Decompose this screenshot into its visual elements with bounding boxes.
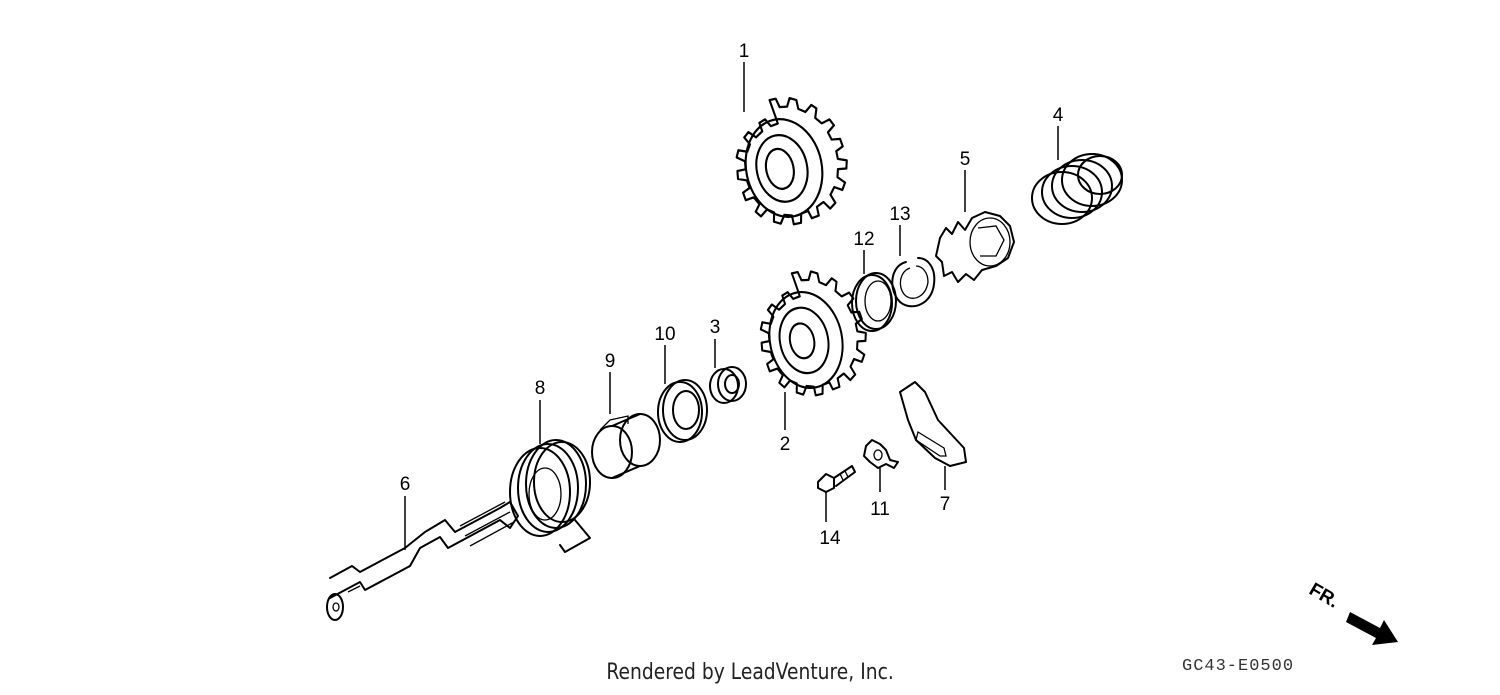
- part-8-kick-spring: [509, 439, 591, 553]
- callout-4: 4: [1053, 105, 1064, 126]
- callout-6: 6: [400, 474, 411, 495]
- part-11-lock-washer: [863, 439, 899, 469]
- callout-7: 7: [940, 494, 951, 515]
- callout-8: 8: [535, 378, 546, 399]
- part-5-ratchet: [935, 211, 1015, 283]
- footer-text: Rendered by LeadVenture, Inc.: [606, 660, 894, 685]
- part-4-spring: [1031, 153, 1123, 225]
- part-3-bushing: [709, 366, 747, 404]
- part-6-spindle: [326, 501, 519, 621]
- callout-12: 12: [853, 229, 874, 250]
- part-13-circlip: [891, 257, 936, 308]
- callout-9: 9: [605, 351, 616, 372]
- callout-11: 11: [870, 499, 890, 520]
- callout-10: 10: [654, 324, 675, 345]
- callout-1: 1: [739, 41, 750, 62]
- front-direction-label: FR.: [1305, 579, 1342, 612]
- part-12-ring: [851, 272, 897, 332]
- callout-5: 5: [960, 149, 971, 170]
- part-14-bolt: [817, 465, 856, 493]
- callout-2: 2: [780, 434, 791, 455]
- drawing-code: GC43-E0500: [1182, 657, 1295, 676]
- callout-13: 13: [889, 204, 910, 225]
- rendered-by-footer: Rendered by LeadVenture, Inc.: [0, 660, 1500, 685]
- part-10-washer: [657, 379, 708, 443]
- part-1-gear: [722, 85, 859, 235]
- part-9-collar: [591, 413, 661, 479]
- part-7-plate: [899, 381, 967, 467]
- part-2-gear: [746, 259, 878, 406]
- front-direction-arrow-icon: [1346, 612, 1398, 645]
- callout-14: 14: [819, 528, 841, 549]
- callout-3: 3: [710, 317, 721, 338]
